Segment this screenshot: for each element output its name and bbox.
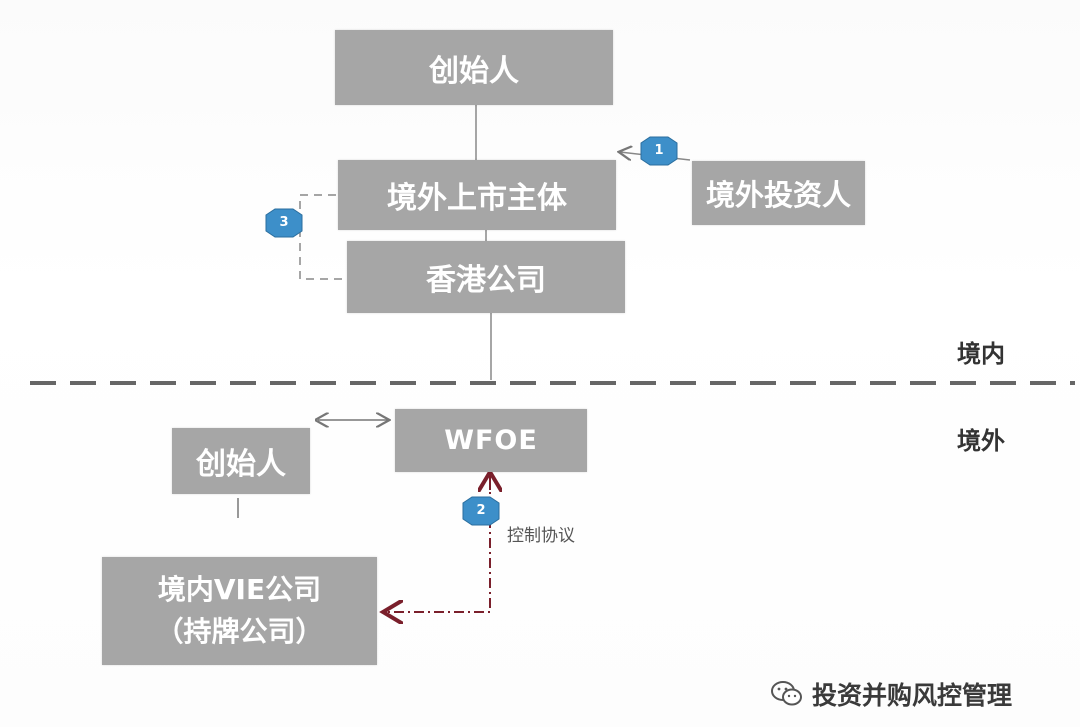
vie-company-label-line1: 境内VIE公司 xyxy=(157,573,322,606)
badge-3-number: 3 xyxy=(279,214,289,230)
hk-company-label: 香港公司 xyxy=(426,263,546,298)
domestic-region-label: 境内 xyxy=(957,340,1005,368)
founder-top-box: 创始人 xyxy=(335,30,613,105)
vie-company-label-line2: （持牌公司） xyxy=(155,615,324,648)
watermark-text: 投资并购风控管理 xyxy=(812,681,1013,710)
badge-1-number: 1 xyxy=(654,142,664,158)
badge-2-number: 2 xyxy=(476,502,486,518)
vie-company-box: 境内VIE公司 （持牌公司） xyxy=(102,557,377,665)
badge-3-shape xyxy=(265,208,303,238)
badge-2: 2 xyxy=(463,495,499,525)
wfoe-box: WFOE xyxy=(395,409,587,472)
wechat-icon xyxy=(771,681,802,706)
badge-3: 3 xyxy=(266,207,302,237)
founder-bottom-box: 创始人 xyxy=(172,428,310,494)
watermark: 投资并购风控管理 xyxy=(770,676,1012,712)
founder-top-label: 创始人 xyxy=(429,53,519,89)
badge-2-shape xyxy=(462,496,500,526)
overseas-region-label: 境外 xyxy=(957,427,1005,455)
bracket-offshore-hk xyxy=(299,194,346,280)
badge-1: 1 xyxy=(641,135,677,165)
offshore-entity-box: 境外上市主体 xyxy=(338,160,616,230)
offshore-entity-label: 境外上市主体 xyxy=(387,181,567,216)
founder-bottom-label: 创始人 xyxy=(196,447,286,482)
wfoe-label: WFOE xyxy=(444,425,538,456)
offshore-investor-box: 境外投资人 xyxy=(692,161,865,225)
hk-company-box: 香港公司 xyxy=(347,241,625,313)
badge-1-shape xyxy=(640,136,678,166)
offshore-investor-label: 境外投资人 xyxy=(705,178,851,212)
control-agreement-label: 控制协议 xyxy=(507,526,575,546)
